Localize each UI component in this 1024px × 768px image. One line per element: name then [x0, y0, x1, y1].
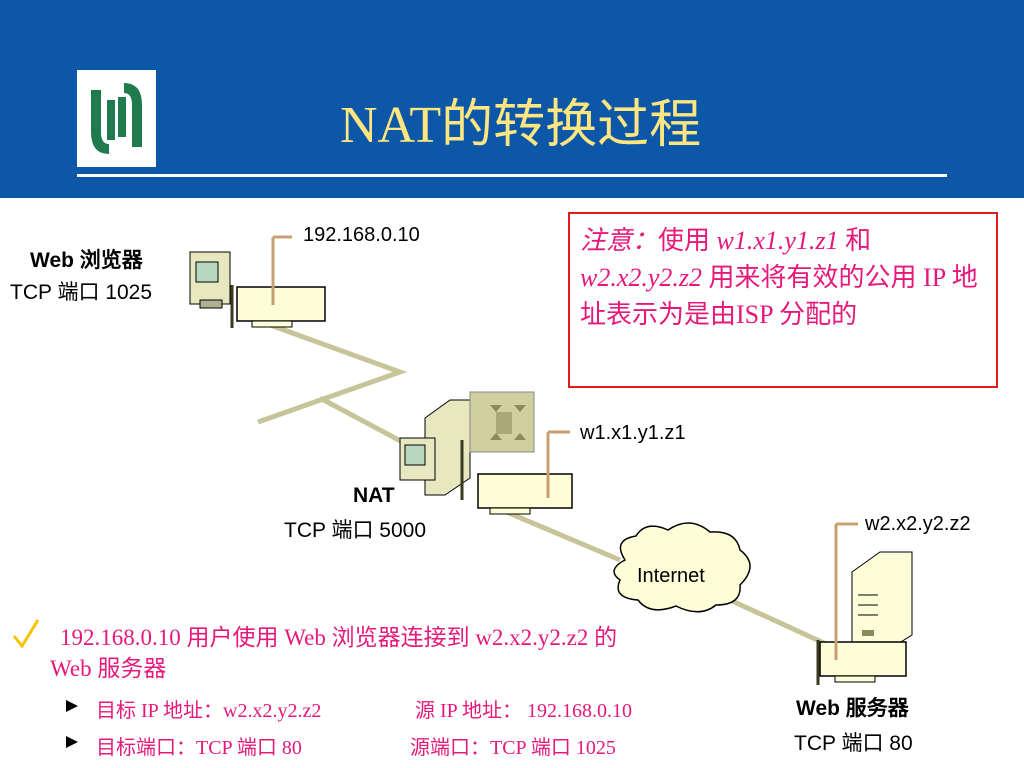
main-bullet-line-1: 192.168.0.10 用户使用 Web 浏览器连接到 w2.x2.y2.z2… — [60, 625, 618, 650]
server-port-label: TCP 端口 80 — [794, 732, 913, 755]
title-divider — [77, 174, 947, 177]
nat-switch-icon — [469, 391, 535, 453]
note-text-1: 使用 — [658, 226, 717, 255]
server-tower-icon — [851, 551, 913, 653]
page-title: NAT的转换过程 — [340, 97, 702, 154]
client-computer-icon — [189, 251, 231, 309]
sub-bullet-src-port: 源端口：TCP 端口 1025 — [410, 737, 616, 759]
sub-bullet-dest-port: 目标端口：TCP 端口 80 — [96, 737, 302, 759]
server-nic-icon — [816, 522, 907, 685]
logo — [77, 70, 156, 167]
server-ip-label: w2.x2.y2.z2 — [865, 513, 971, 535]
nat-nic-icon — [477, 430, 573, 515]
sub-bullet-src-ip: 源 IP 地址： 192.168.0.10 — [415, 700, 633, 722]
client-name-label: Web 浏览器 — [30, 249, 143, 272]
client-nic-icon — [230, 235, 326, 328]
internet-cloud-icon — [613, 522, 751, 613]
header-bar — [0, 0, 1024, 198]
nat-ip-label: w1.x1.y1.z1 — [580, 422, 686, 444]
note-prefix: 注意： — [580, 226, 659, 255]
nat-server-icon — [399, 399, 471, 500]
sub-bullet-dest-ip: 目标 IP 地址：w2.x2.y2.z2 — [96, 700, 322, 722]
nat-port-label: TCP 端口 5000 — [284, 519, 427, 542]
note-address-2: w2.x2.y2.z2 — [580, 263, 703, 292]
note-address-1: w1.x1.y1.z1 — [716, 226, 839, 255]
note-text-3: 用来将有效的公用 IP 地址表示为是由ISP 分配的 — [580, 263, 978, 329]
main-bullet-line-2: Web 服务器 — [50, 656, 167, 681]
internet-label: Internet — [637, 565, 705, 587]
nat-name-label: NAT — [353, 484, 395, 507]
client-ip-label: 192.168.0.10 — [303, 224, 420, 246]
note-box: 注意：使用 w1.x1.y1.z1 和 w2.x2.y2.z2 用来将有效的公用… — [568, 212, 998, 388]
client-port-label: TCP 端口 1025 — [10, 281, 153, 304]
server-name-label: Web 服务器 — [796, 697, 909, 720]
note-text-2: 和 — [838, 226, 872, 255]
